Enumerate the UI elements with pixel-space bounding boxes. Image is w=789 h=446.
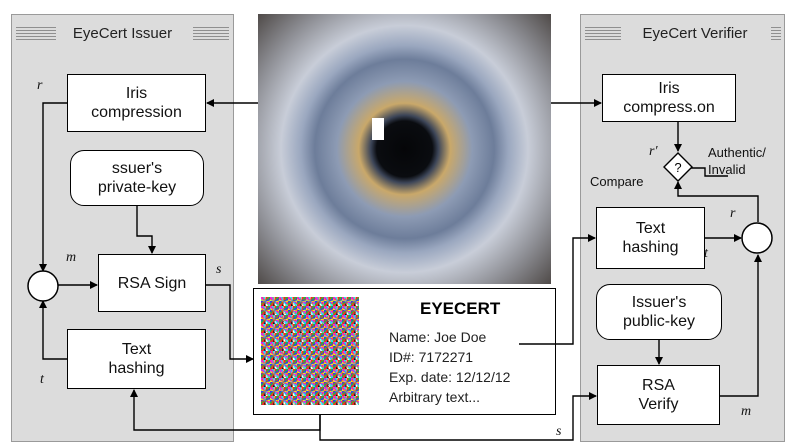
private-key-to-sign-arrow: [136, 206, 156, 254]
verifier-iris-compression-box: Iris compress.on: [602, 74, 736, 122]
cert-to-issuer-hash-arrow: [130, 389, 321, 431]
sign-to-cert-arrow: [206, 284, 254, 363]
issuer-text-hashing-box: Text hashing: [67, 329, 206, 389]
verifier-r-path: [674, 181, 759, 222]
issuer-m-label: m: [66, 250, 77, 265]
issuer-r-label: r: [37, 78, 43, 93]
rsa-verify-box: RSA Verify: [597, 365, 720, 425]
eyecert-card: EYECERT Name: Joe Doe ID#: 7172271 Exp. …: [253, 288, 556, 415]
rsa-sign-box: RSA Sign: [98, 254, 206, 312]
cert-s-label: s: [556, 424, 562, 439]
verifier-m-label: m: [741, 404, 752, 419]
cert-title: EYECERT: [420, 299, 501, 318]
verifier-title-stripe-right: [771, 25, 781, 41]
issuer-iris-compression-box: Iris compression: [67, 74, 206, 132]
issuer-combine-node: [27, 270, 59, 302]
verifier-title-stripe-left: [585, 25, 621, 41]
compare-label: Compare: [590, 174, 644, 189]
eye-glint: [372, 118, 384, 140]
result-label: Authentic/ Invalid: [708, 145, 766, 177]
cert-name: Name: Joe Doe: [389, 329, 487, 345]
encoded-signature-overlay: [261, 297, 359, 405]
issuer-t-path: [39, 300, 67, 360]
verifier-r-label: r: [730, 206, 736, 221]
verifier-m-path: [720, 254, 762, 397]
r-prime-label: r′: [649, 144, 658, 159]
verifier-title: EyeCert Verifier: [617, 15, 773, 51]
cert-exp: Exp. date: 12/12/12: [389, 369, 511, 385]
compare-diamond: [663, 152, 693, 182]
iris-image: [258, 14, 551, 284]
cert-text: Arbitrary text...: [389, 389, 481, 405]
issuer-s-label: s: [216, 262, 222, 277]
verifier-text-hashing-box: Text hashing: [596, 207, 705, 269]
verifier-t-label: t: [704, 246, 708, 261]
issuer-title-stripe-right: [193, 25, 229, 41]
cert-s-to-verify-arrow: [319, 392, 597, 441]
verifier-combine-node: [741, 222, 773, 254]
compare-to-result-line: [690, 167, 728, 177]
cert-id: ID#: 7172271: [389, 349, 474, 365]
compare-symbol: ?: [674, 160, 681, 175]
issuer-title-stripe-left: [16, 25, 56, 41]
issuer-private-key-box: ssuer's private-key: [70, 150, 204, 206]
issuer-r-path: [39, 102, 67, 272]
verifier-public-key-box: Issuer's public-key: [596, 284, 722, 340]
issuer-t-label: t: [40, 372, 44, 387]
issuer-title: EyeCert Issuer: [52, 15, 193, 51]
cert-to-verifier-hash-arrow: [519, 234, 596, 345]
